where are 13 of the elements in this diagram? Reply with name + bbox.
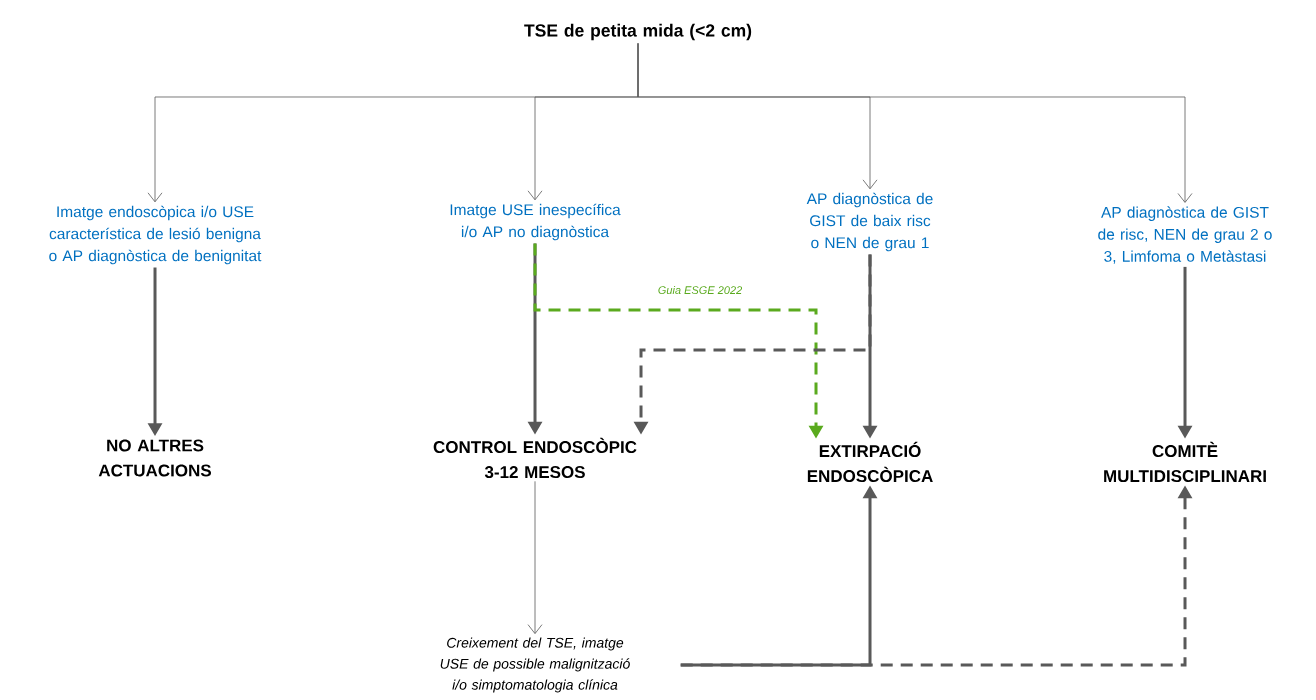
condition-text: Imatge endoscòpica i/o USE característica de lesió benigna o AP diagnòstica de benignitat [49, 205, 262, 265]
heading-text: TSE de petita mida (<2 cm) [524, 23, 752, 41]
condition-text: Creixement del TSE, imatge USE de possible malignització i/o simptomatologia clínica [440, 637, 630, 693]
condition-text: Imatge USE inespecífica i/o AP no diagnòstica [450, 203, 621, 241]
arrow [527, 480, 543, 634]
condition-text: AP diagnòstica de GIST de baix risc o NEN de grau 1 [806, 192, 933, 252]
edge-label: Guia ESGE 2022 [656, 284, 744, 296]
outcome-text: COMITÈ MULTIDISCIPLINARI [1104, 441, 1266, 483]
outcome-text: EXTIRPACIÓ ENDOSCÒPICA [807, 441, 933, 483]
outcome-text: CONTROL ENDOSCÒPIC 3-12 MESOS [433, 437, 637, 479]
condition-text: AP diagnòstica de GIST de risc, NEN de grau 2 o 3, Limfoma o Metàstasi [1098, 206, 1272, 264]
arrow [637, 42, 1193, 203]
outcome-text: NO ALTRES ACTUACIONS [98, 439, 211, 477]
